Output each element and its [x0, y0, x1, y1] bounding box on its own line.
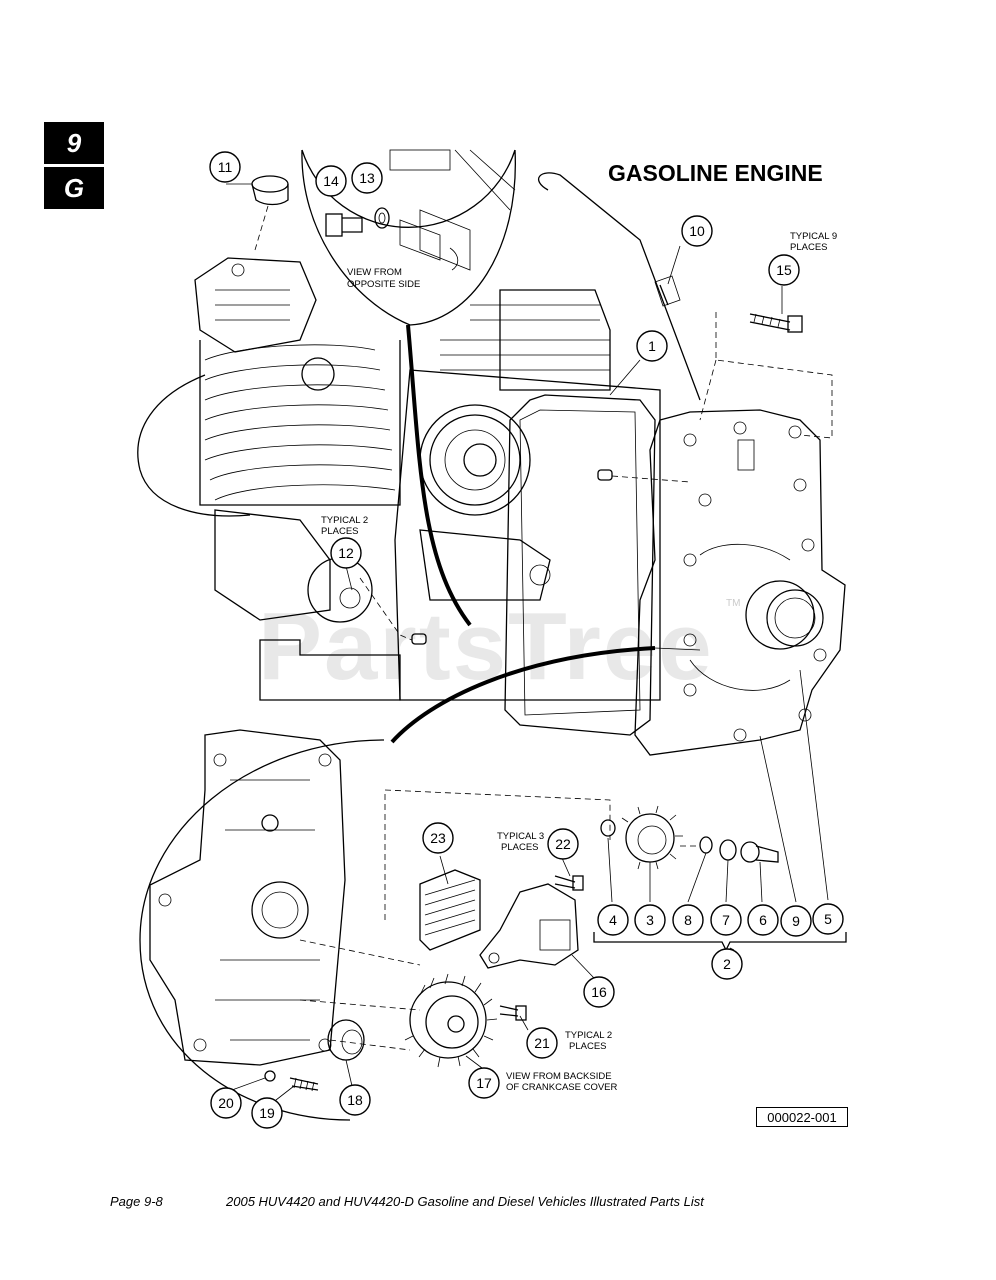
screw-14: [325, 213, 363, 237]
watermark-trademark: TM: [726, 598, 741, 609]
plate-23: [419, 869, 481, 951]
screw-22: [554, 875, 584, 891]
note-typical-2a-line2: PLACES: [321, 526, 359, 537]
callout-20: 20: [210, 1087, 242, 1119]
note-backside-line2: OF CRANKCASE COVER: [506, 1082, 618, 1093]
callout-23: 23: [422, 822, 454, 854]
gear-3: [621, 805, 683, 870]
callout-3: 3: [634, 904, 666, 936]
callout-4: 4: [597, 904, 629, 936]
callout-16: 16: [583, 976, 615, 1008]
callout-19: 19: [251, 1097, 283, 1129]
spring-19: [289, 1077, 319, 1091]
part-18: [327, 1019, 365, 1061]
callout-10: 10: [681, 215, 713, 247]
svg-text:12: 12: [338, 545, 354, 561]
washer-8: [699, 836, 713, 854]
svg-text:3: 3: [646, 912, 654, 928]
dipstick: [537, 172, 701, 401]
callout-7: 7: [710, 904, 742, 936]
group-bracket-2: [593, 932, 847, 952]
section-letter-tab: G: [44, 167, 104, 209]
diagram-title: GASOLINE ENGINE: [608, 160, 823, 186]
svg-text:23: 23: [430, 830, 446, 846]
note-typical-3-line1: TYPICAL 3: [497, 831, 544, 842]
footer-page-number: Page 9-8: [110, 1194, 163, 1209]
svg-text:5: 5: [824, 911, 832, 927]
svg-text:10: 10: [689, 223, 705, 239]
spacer-7: [719, 839, 737, 861]
bolt-6: [740, 841, 779, 863]
section-number-tab: 9: [44, 122, 104, 164]
svg-text:1: 1: [648, 338, 656, 354]
callout-17: 17: [468, 1067, 500, 1099]
note-typical-2a-line1: TYPICAL 2: [321, 515, 368, 526]
svg-text:9: 9: [792, 913, 800, 929]
svg-text:22: 22: [555, 836, 571, 852]
figure-id: 000022-001: [756, 1107, 848, 1127]
gasket: [504, 394, 656, 736]
oil-pickup-bracket: [479, 883, 579, 969]
svg-text:21: 21: [534, 1035, 550, 1051]
note-typical-2b-line2: PLACES: [569, 1041, 607, 1052]
callout-15: 15: [768, 254, 800, 286]
note-typical-2b-line1: TYPICAL 2: [565, 1030, 612, 1041]
callout-5: 5: [812, 903, 844, 935]
ball-20: [264, 1070, 276, 1082]
crankcase-cover: [634, 409, 846, 756]
svg-text:18: 18: [347, 1092, 363, 1108]
governor-gear-17: [404, 973, 498, 1068]
svg-text:6: 6: [759, 912, 767, 928]
washer-13: [374, 207, 390, 229]
svg-text:11: 11: [218, 159, 233, 175]
callout-1: 1: [636, 330, 668, 362]
callout-13: 13: [351, 162, 383, 194]
callout-18: 18: [339, 1084, 371, 1116]
callout-2: 2: [711, 948, 743, 980]
svg-text:8: 8: [684, 912, 692, 928]
footer-document-title: 2005 HUV4420 and HUV4420-D Gasoline and …: [226, 1194, 704, 1209]
inset-crankcase-backside: [139, 729, 385, 1121]
callout-14: 14: [315, 165, 347, 197]
svg-text:16: 16: [591, 984, 607, 1000]
note-opposite-line1: VIEW FROM: [347, 267, 402, 278]
note-backside-line1: VIEW FROM BACKSIDE: [506, 1071, 612, 1082]
note-typical-9-line2: PLACES: [790, 242, 828, 253]
callout-21: 21: [526, 1027, 558, 1059]
svg-text:15: 15: [776, 262, 792, 278]
callout-11: 11: [209, 151, 241, 183]
screw-21: [499, 1005, 527, 1021]
callout-12: 12: [330, 537, 362, 569]
svg-text:4: 4: [609, 912, 617, 928]
engine-block: [137, 257, 661, 701]
callout-9: 9: [780, 905, 812, 937]
washer-4: [600, 819, 616, 837]
svg-text:2: 2: [723, 956, 731, 972]
svg-text:17: 17: [476, 1075, 492, 1091]
svg-text:14: 14: [323, 173, 339, 189]
svg-text:7: 7: [722, 912, 730, 928]
callout-6: 6: [747, 904, 779, 936]
svg-text:20: 20: [218, 1095, 234, 1111]
callout-8: 8: [672, 904, 704, 936]
svg-text:13: 13: [359, 170, 375, 186]
callout-22: 22: [547, 828, 579, 860]
note-typical-9-line1: TYPICAL 9: [790, 231, 837, 242]
note-typical-3-line2: PLACES: [501, 842, 539, 853]
svg-text:19: 19: [259, 1105, 275, 1121]
oil-fill-cap: [251, 175, 289, 206]
bolt-15: [749, 313, 803, 333]
note-opposite-line2: OPPOSITE SIDE: [347, 279, 420, 290]
